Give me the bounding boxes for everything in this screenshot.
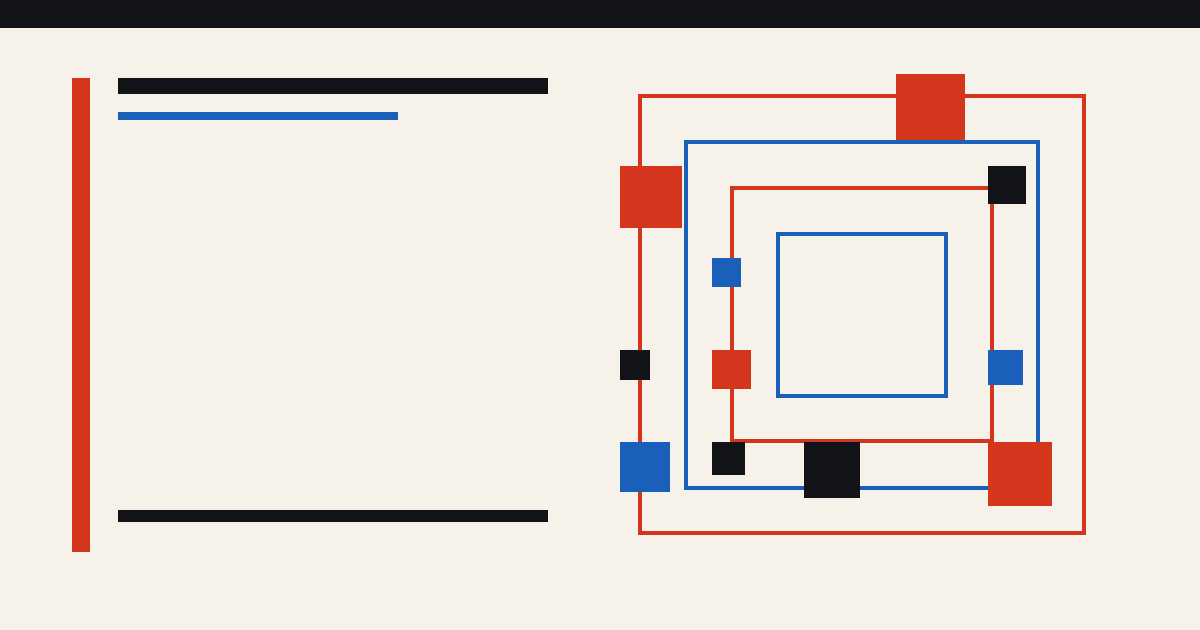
red-accent-bar — [72, 78, 90, 552]
black-rule-bottom — [118, 510, 548, 522]
inner-red-frame — [730, 186, 994, 443]
blue-block — [988, 350, 1023, 385]
black-rule-top — [118, 78, 548, 94]
black-block — [712, 442, 745, 475]
blue-block — [712, 258, 741, 287]
outer-red-frame — [638, 94, 1086, 535]
blue-block — [620, 442, 670, 492]
top-bar — [0, 0, 1200, 28]
blue-rule — [118, 112, 398, 120]
black-block — [988, 166, 1026, 204]
red-block — [896, 74, 965, 140]
blue-frame — [684, 140, 1040, 490]
red-block — [620, 166, 682, 228]
black-block — [620, 350, 650, 380]
red-block — [712, 350, 751, 389]
inner-blue-frame — [776, 232, 948, 398]
black-block — [804, 442, 860, 498]
red-block — [988, 442, 1052, 506]
